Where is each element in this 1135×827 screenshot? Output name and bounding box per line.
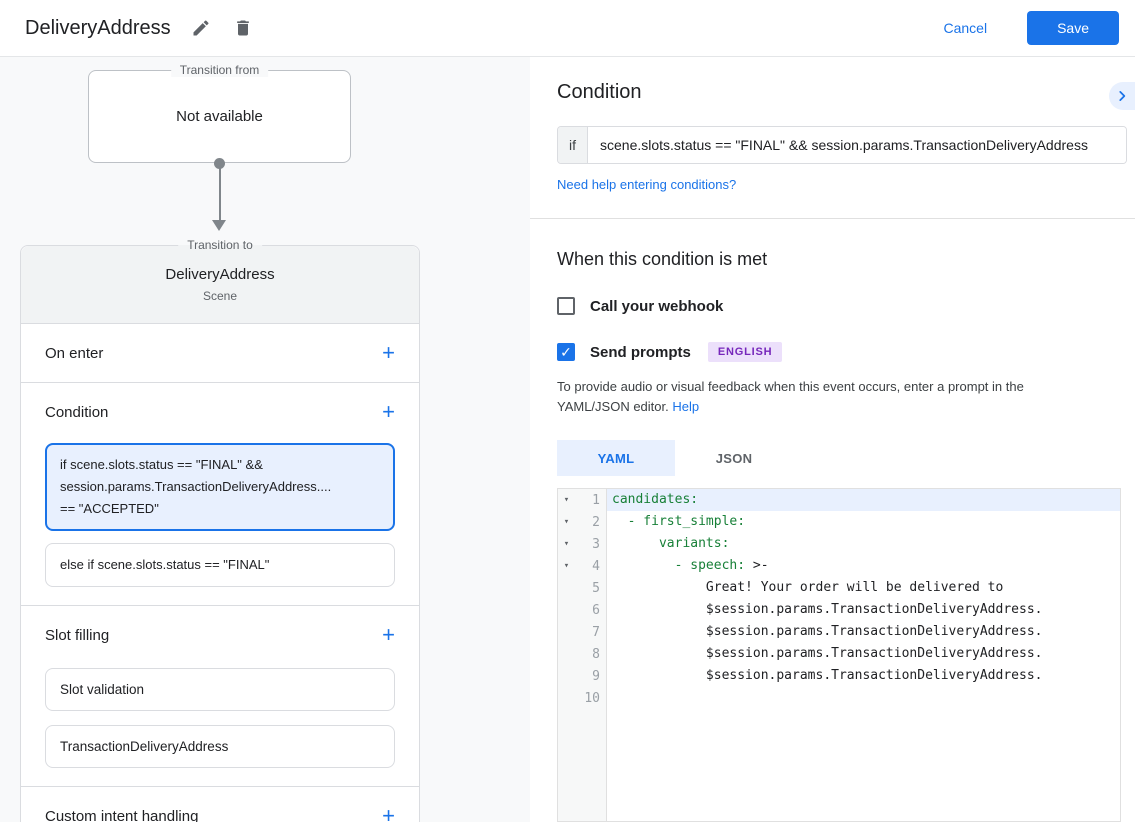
code-line[interactable]: - speech: >- bbox=[674, 558, 769, 573]
connector-dot bbox=[214, 158, 225, 169]
code-line[interactable]: candidates: bbox=[607, 489, 1120, 511]
line-number: 7 bbox=[592, 624, 600, 640]
line-number: 1 bbox=[592, 492, 600, 508]
add-condition-button[interactable]: + bbox=[382, 399, 395, 424]
line-number: 8 bbox=[592, 646, 600, 662]
condition-editor-panel: Condition if Need help entering conditio… bbox=[530, 57, 1135, 822]
language-badge: ENGLISH bbox=[707, 342, 783, 362]
code-line[interactable]: variants: bbox=[658, 536, 730, 551]
fold-toggle-icon[interactable]: ▾ bbox=[563, 495, 570, 505]
condition-help-link[interactable]: Need help entering conditions? bbox=[557, 177, 737, 192]
scene-type: Scene bbox=[202, 289, 238, 303]
section-divider bbox=[530, 218, 1135, 219]
editor-gutter: ▾ 1 ▾ 2 ▾ 3 ▾ 4 5 6 7 8 9 10 bbox=[558, 489, 607, 821]
slot-card[interactable]: Slot validation bbox=[45, 668, 395, 711]
line-number: 2 bbox=[592, 514, 600, 530]
transition-from-label: Transition from bbox=[170, 63, 269, 77]
line-number: 3 bbox=[592, 536, 600, 552]
connector-line bbox=[218, 165, 221, 222]
add-on-enter-button[interactable]: + bbox=[382, 340, 395, 365]
fold-toggle-icon[interactable]: ▾ bbox=[563, 561, 570, 571]
scene-card: Transition to DeliveryAddress Scene On e… bbox=[20, 238, 420, 823]
on-enter-label: On enter bbox=[45, 344, 104, 362]
code-line[interactable]: Great! Your order will be delivered to bbox=[612, 580, 1004, 595]
add-slot-button[interactable]: + bbox=[382, 622, 395, 647]
tab-json[interactable]: JSON bbox=[675, 440, 793, 476]
scene-name: DeliveryAddress bbox=[165, 266, 275, 283]
transition-to-label: Transition to bbox=[178, 238, 262, 252]
on-enter-section: On enter + bbox=[21, 324, 419, 383]
condition-panel-title: Condition bbox=[557, 81, 642, 103]
condition-expression-group: if bbox=[557, 126, 1127, 164]
code-line[interactable]: $session.params.TransactionDeliveryAddre… bbox=[612, 602, 1043, 617]
page-bottom-strip bbox=[0, 822, 1135, 827]
cancel-button[interactable]: Cancel bbox=[927, 12, 1003, 44]
scene-card-header: Transition to DeliveryAddress Scene bbox=[21, 238, 419, 324]
custom-intent-section: Custom intent handling + bbox=[21, 787, 419, 823]
yaml-code-editor: ▾ 1 ▾ 2 ▾ 3 ▾ 4 5 6 7 8 9 10 candidates: - first_simp… bbox=[557, 488, 1121, 822]
save-button[interactable]: Save bbox=[1027, 11, 1119, 45]
transition-from-box: Transition from Not available bbox=[88, 63, 351, 163]
line-number: 5 bbox=[592, 580, 600, 596]
prompt-hint-text: To provide audio or visual feedback when… bbox=[557, 379, 1024, 414]
condition-met-title: When this condition is met bbox=[557, 249, 768, 269]
send-prompts-checkbox[interactable]: ✓ bbox=[557, 343, 575, 361]
scene-flow-panel: Transition from Not available Transition… bbox=[0, 57, 530, 822]
condition-section: Condition + if scene.slots.status == "FI… bbox=[21, 383, 419, 606]
code-line[interactable]: $session.params.TransactionDeliveryAddre… bbox=[612, 668, 1043, 683]
hint-help-link[interactable]: Help bbox=[672, 399, 700, 414]
add-custom-intent-button[interactable]: + bbox=[382, 803, 395, 823]
collapse-panel-button[interactable] bbox=[1109, 82, 1135, 110]
top-bar: DeliveryAddress Cancel Save bbox=[0, 0, 1135, 57]
send-prompts-row: ✓ Send prompts ENGLISH bbox=[557, 342, 1135, 362]
line-number: 9 bbox=[592, 668, 600, 684]
code-line[interactable]: $session.params.TransactionDeliveryAddre… bbox=[612, 624, 1043, 639]
code-line[interactable] bbox=[607, 687, 1120, 709]
webhook-row: Call your webhook bbox=[557, 297, 1135, 315]
transition-from-value: Not available bbox=[176, 108, 263, 125]
delete-trash-icon[interactable] bbox=[233, 17, 255, 39]
line-number: 6 bbox=[592, 602, 600, 618]
send-prompts-label[interactable]: Send prompts bbox=[590, 343, 691, 361]
slot-card[interactable]: TransactionDeliveryAddress bbox=[45, 725, 395, 768]
line-number: 10 bbox=[584, 690, 600, 706]
fold-toggle-icon[interactable]: ▾ bbox=[563, 539, 570, 549]
code-line[interactable]: - first_simple: bbox=[627, 514, 746, 529]
condition-section-label: Condition bbox=[45, 403, 109, 421]
page-title: DeliveryAddress bbox=[25, 16, 171, 39]
fold-toggle-icon[interactable]: ▾ bbox=[563, 517, 570, 527]
line-number: 4 bbox=[592, 558, 600, 574]
custom-intent-label: Custom intent handling bbox=[45, 807, 199, 823]
slot-filling-label: Slot filling bbox=[45, 626, 110, 644]
call-webhook-checkbox[interactable] bbox=[557, 297, 575, 315]
condition-card[interactable]: else if scene.slots.status == "FINAL" bbox=[45, 543, 395, 587]
condition-card-selected[interactable]: if scene.slots.status == "FINAL" &&sessi… bbox=[45, 443, 395, 531]
call-webhook-label[interactable]: Call your webhook bbox=[590, 297, 724, 315]
editor-code-area[interactable]: candidates: - first_simple: variants: - … bbox=[607, 489, 1120, 821]
condition-expression-input[interactable] bbox=[588, 127, 1126, 163]
edit-pencil-icon[interactable] bbox=[191, 17, 213, 39]
connector-arrowhead-icon bbox=[212, 220, 226, 231]
code-line[interactable]: $session.params.TransactionDeliveryAddre… bbox=[612, 646, 1043, 661]
tab-yaml[interactable]: YAML bbox=[557, 440, 675, 476]
chevron-right-icon bbox=[1119, 91, 1126, 101]
if-prefix-label: if bbox=[558, 127, 588, 163]
